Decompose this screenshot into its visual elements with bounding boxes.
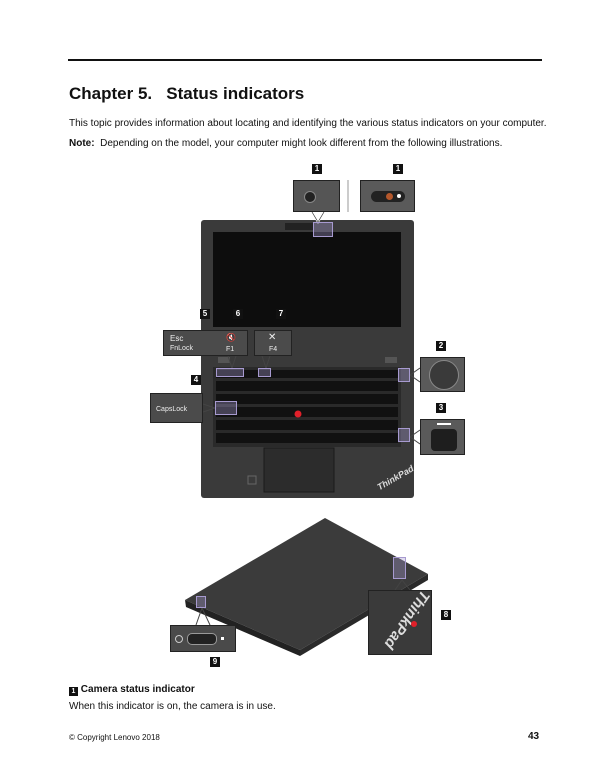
callout-5: 5 <box>200 309 210 319</box>
callout-8: 8 <box>441 610 451 620</box>
mute-icon: 🔇 <box>226 333 236 342</box>
callout-2: 2 <box>436 341 446 351</box>
page-number: 43 <box>528 731 540 742</box>
power-symbol-icon <box>175 635 183 643</box>
fnlock-highlight <box>216 368 244 377</box>
indicator-light <box>397 194 401 198</box>
fingerprint-highlight <box>398 428 410 442</box>
trackpoint <box>294 410 302 418</box>
section-callout: 1 <box>69 687 78 696</box>
page-title: Chapter 5. Status indicators <box>69 84 305 103</box>
callout-4: 4 <box>191 375 201 385</box>
power-button-icon <box>429 360 459 390</box>
f1-key-label: F1 <box>226 346 235 353</box>
webcam-bar <box>285 223 313 230</box>
power-inset <box>420 357 465 392</box>
camera-inset-b <box>360 180 415 212</box>
fnlock-key-label: FnLock <box>170 345 193 352</box>
laptop-closed <box>185 518 428 650</box>
callout-7: 7 <box>276 309 286 319</box>
camera-lens-icon <box>304 191 316 203</box>
thinkpad-logo-highlight <box>393 557 406 579</box>
note-label: Note: <box>69 138 95 149</box>
logo-dot-indicator <box>411 621 417 627</box>
capslock-highlight <box>215 401 237 415</box>
section-title: Camera status indicator <box>80 684 195 695</box>
capslock-inset: CapsLock <box>150 393 203 423</box>
f4-highlight <box>258 368 271 377</box>
callout-6: 6 <box>233 309 243 319</box>
callout-3: 3 <box>436 403 446 413</box>
camera-indicator-highlight <box>313 222 333 237</box>
capslock-key-label: CapsLock <box>156 406 188 413</box>
section-heading: 1 Camera status indicator <box>69 684 195 696</box>
fingerprint-reader-icon <box>431 429 457 451</box>
intro-text: This topic provides information about lo… <box>69 118 547 129</box>
usb-c-inset <box>170 625 236 652</box>
copyright: © Copyright Lenovo 2018 <box>69 733 160 742</box>
esc-key-label: Esc <box>170 334 184 343</box>
camera-inset-a <box>293 180 340 212</box>
power-highlight <box>398 368 410 382</box>
mic-mute-icon: ✕ <box>268 332 277 343</box>
section-body: When this indicator is on, the camera is… <box>69 701 276 712</box>
camera-lens-icon <box>386 193 393 200</box>
fingerprint-inset <box>420 419 465 455</box>
f4-key-label: F4 <box>269 346 278 353</box>
esc-f1-inset: Esc FnLock 🔇 F1 <box>163 330 248 356</box>
note-paragraph: Note: Depending on the model, your compu… <box>69 138 502 149</box>
usb-c-port-icon <box>187 633 217 645</box>
callout-1b: 1 <box>393 164 403 174</box>
note-text: Depending on the model, your computer mi… <box>100 138 503 149</box>
charging-highlight <box>196 596 206 608</box>
thinkpad-logo: ThinkPad <box>380 586 434 653</box>
touchpad <box>263 447 335 493</box>
thinkpad-logo-inset: ThinkPad <box>368 586 434 655</box>
callout-9: 9 <box>210 657 220 667</box>
charging-led <box>221 637 224 640</box>
header-rule <box>68 59 542 61</box>
laptop-screen <box>213 232 401 327</box>
callout-1: 1 <box>312 164 322 174</box>
f4-inset: ✕ F4 <box>254 330 292 356</box>
fingerprint-led <box>437 423 451 425</box>
